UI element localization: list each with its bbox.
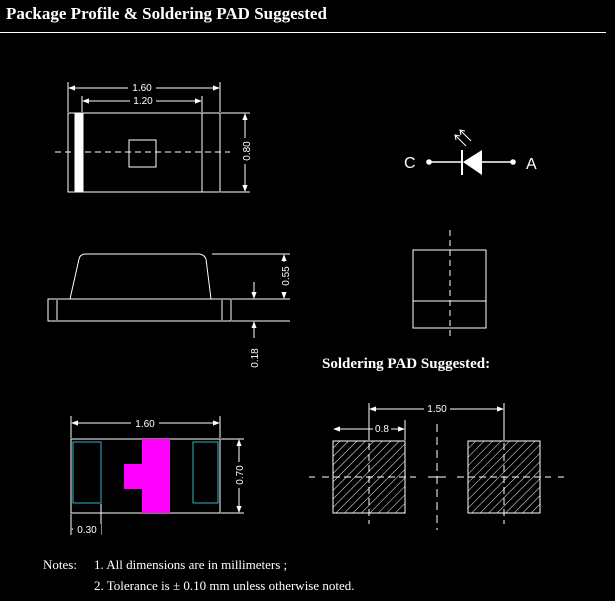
soldering-pads <box>309 403 564 530</box>
cathode-label: C <box>404 155 416 172</box>
bottom-pad-dim: 0.30 <box>77 525 97 536</box>
side-height-dim: 0.55 <box>281 266 292 286</box>
bottom-width-dim: 0.70 <box>235 465 246 485</box>
emission-arrows-icon <box>454 129 472 147</box>
side-view <box>47 253 290 338</box>
side-base-height-dim: 0.18 <box>250 348 261 368</box>
top-view-die <box>128 139 157 168</box>
soldering-pad-title: Soldering PAD Suggested: <box>322 356 491 372</box>
bottom-left-terminal <box>72 441 102 504</box>
soldering-pad-title-colon: : <box>485 356 491 372</box>
side-view-base <box>47 298 232 322</box>
side-view-lens <box>69 253 212 300</box>
end-view <box>412 230 487 340</box>
note-1: 1. All dimensions are in millimeters ; <box>94 557 288 572</box>
title-underline <box>0 32 606 33</box>
notes-label: Notes: <box>43 557 77 572</box>
pad-width-dim: 0.8 <box>375 424 389 435</box>
polarity-mark <box>124 439 170 513</box>
led-symbol <box>426 129 516 175</box>
top-view <box>55 82 250 193</box>
bottom-length-dim: 1.60 <box>135 419 155 430</box>
pad-pitch-dim: 1.50 <box>427 404 447 415</box>
top-width-dim: 0.80 <box>242 141 253 161</box>
note-2: 2. Tolerance is ± 0.10 mm unless otherwi… <box>94 578 355 593</box>
page-title: Package Profile & Soldering PAD Suggeste… <box>6 4 327 23</box>
bottom-right-terminal <box>192 441 219 504</box>
top-inner-length-dim: 1.20 <box>133 96 153 107</box>
anode-label: A <box>526 156 537 173</box>
top-length-dim: 1.60 <box>132 83 152 94</box>
